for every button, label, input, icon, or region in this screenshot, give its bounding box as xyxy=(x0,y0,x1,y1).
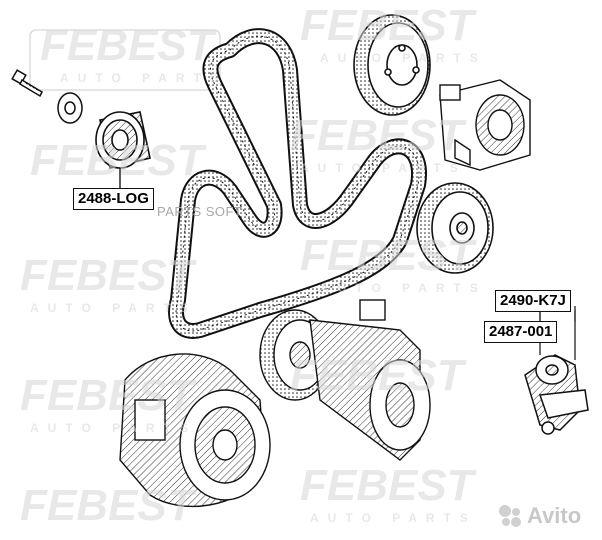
watermark-tagline: AUTO PARTS xyxy=(30,301,197,315)
ribbed-pulley xyxy=(416,182,494,274)
watermark-tagline: AUTO PARTS xyxy=(320,51,487,65)
bolt xyxy=(11,69,43,98)
watermark-brand: FEBEST xyxy=(20,481,197,530)
watermark-brand: FEBEST xyxy=(290,111,467,160)
watermark-tagline: AUTO PARTS xyxy=(310,511,477,525)
watermark-brand: FEBEST xyxy=(30,136,207,185)
watermark-brand: FEBEST xyxy=(20,251,197,300)
watermark-brand: FEBEST xyxy=(290,351,467,400)
watermark-brand: FEBEST xyxy=(300,231,477,280)
part-label-2487-001: 2487-001 xyxy=(484,321,558,343)
parts-soft-watermark: PARTS SOFT xyxy=(157,204,243,219)
tensioner-pulley xyxy=(95,111,151,190)
watermark-tagline: AUTO PARTS xyxy=(60,71,227,85)
washer xyxy=(57,92,83,124)
watermark-brand: FEBEST xyxy=(300,461,477,510)
power-steering-pump xyxy=(439,79,531,171)
avito-dots-icon xyxy=(499,505,521,527)
avito-wordmark: Avito xyxy=(527,503,582,528)
watermark-text-group: FEBEST AUTO PARTS FEBEST AUTO PARTS FEBE… xyxy=(20,1,487,530)
part-label-2488-log: 2488-LOG xyxy=(73,188,154,210)
part-label-2490-k7j: 2490-K7J xyxy=(495,290,571,312)
watermark-tagline: AUTO PARTS xyxy=(30,421,197,435)
watermark-tagline: AUTO PARTS xyxy=(300,161,467,175)
watermark-brand: FEBEST xyxy=(20,371,197,420)
ac-compressor xyxy=(259,299,431,461)
tensioner-assembly xyxy=(524,310,589,435)
drive-belt xyxy=(168,28,428,339)
watermark-tagline: AUTO PARTS xyxy=(320,281,487,295)
watermark-brand: FEBEST xyxy=(40,21,217,70)
avito-logo: Avito xyxy=(497,503,581,529)
watermark-brand: FEBEST xyxy=(300,1,477,50)
alternator xyxy=(119,353,271,507)
top-pulley xyxy=(353,14,431,116)
